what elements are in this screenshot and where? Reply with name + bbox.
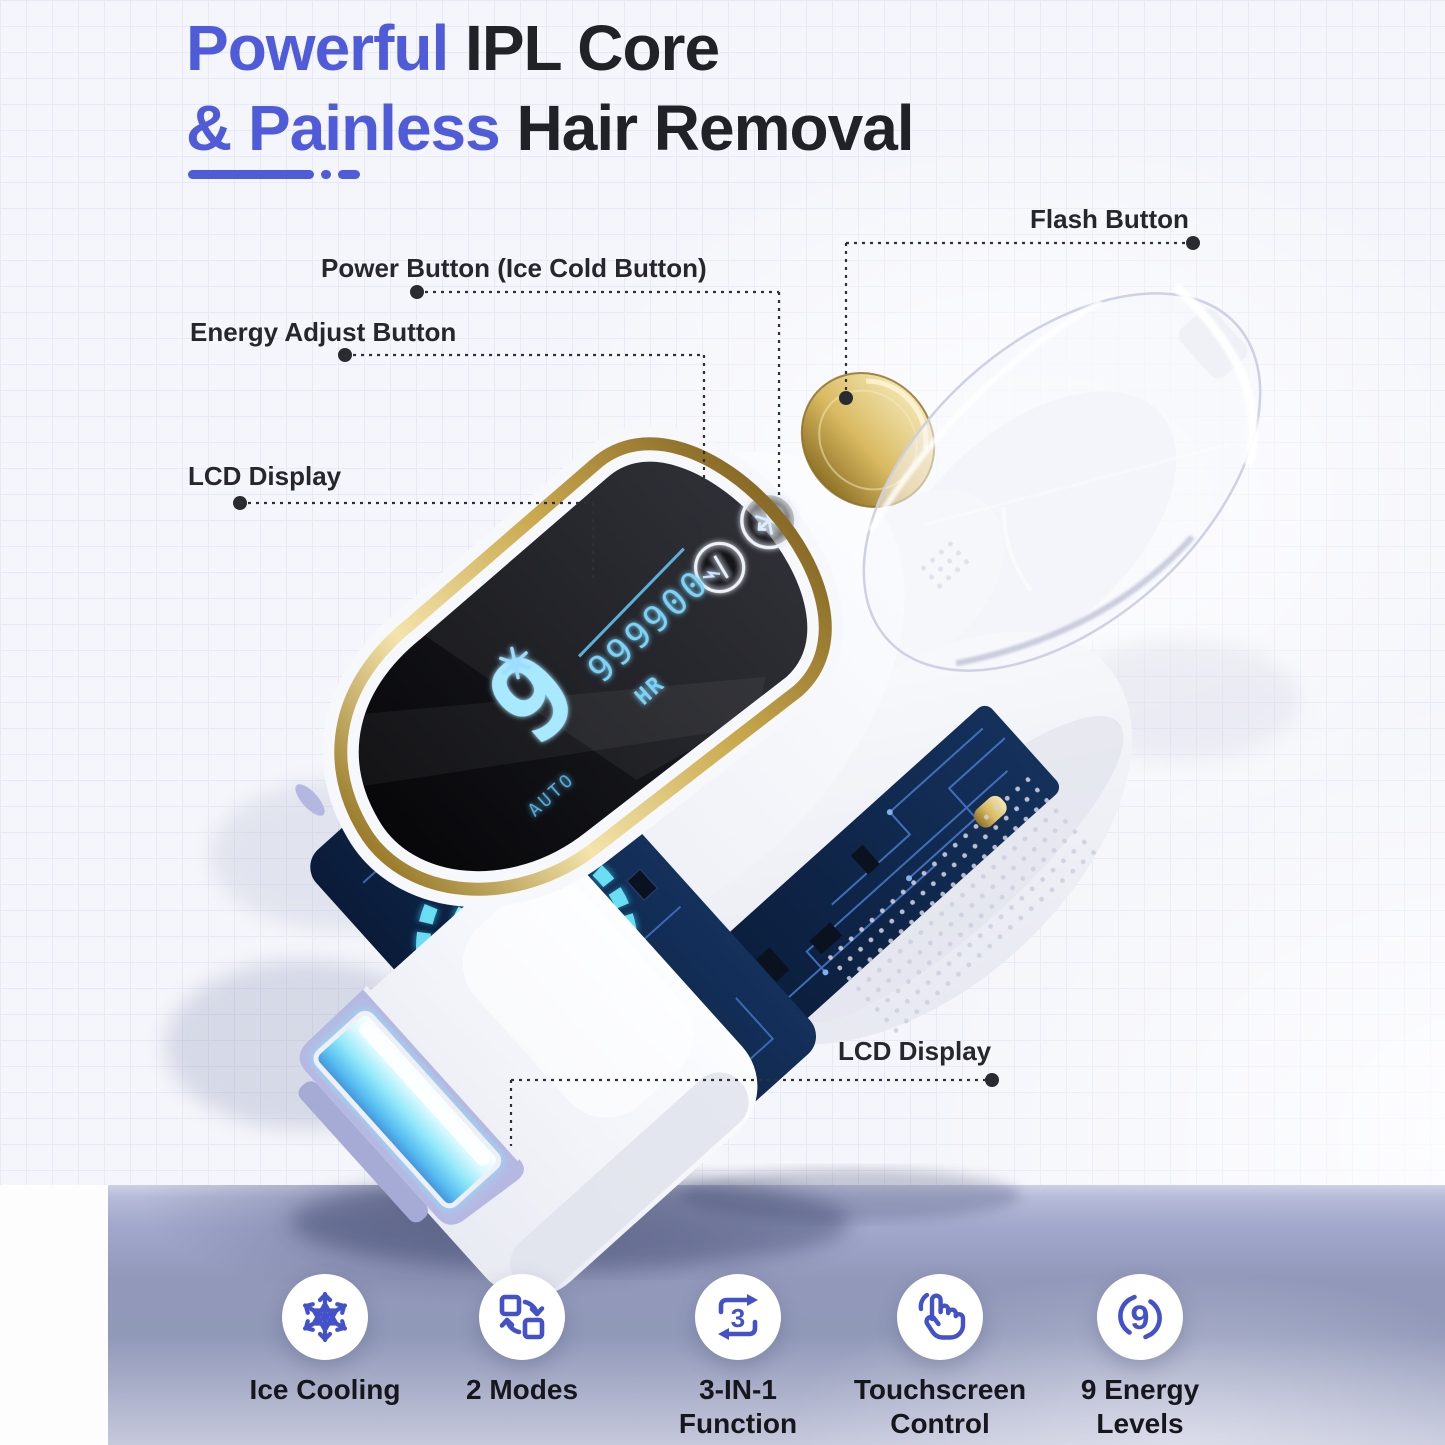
underline-bar	[188, 170, 314, 179]
touchscreen-icon	[918, 1292, 966, 1340]
circuit-strip	[684, 705, 1060, 1059]
title-rest-2: Hair Removal	[499, 92, 915, 164]
feature-two-modes: 2 Modes	[422, 1274, 622, 1407]
device-head	[298, 855, 758, 1298]
title-accent-2: & Painless	[186, 92, 501, 164]
title-accent-1: Powerful	[186, 12, 449, 84]
feature-label: 3-IN-1 Function	[678, 1374, 798, 1440]
feature-label: Touchscreen Control	[853, 1374, 1027, 1440]
nine-energy-icon: 9	[1118, 1294, 1162, 1340]
lcd-gold-rim	[334, 437, 832, 896]
feature-label: Ice Cooling	[249, 1374, 401, 1405]
callout-power-button: Power Button (Ice Cold Button)	[321, 253, 707, 283]
feature-label: 9 Energy Levels	[1080, 1374, 1200, 1440]
svg-text:3: 3	[731, 1303, 745, 1333]
band-left-margin	[0, 1185, 108, 1445]
two-modes-icon	[499, 1294, 545, 1340]
title-rest-1: IPL Core	[448, 12, 720, 84]
power-button-callout-line	[410, 285, 781, 495]
three-in-one-icon: 3	[718, 1294, 758, 1340]
underline-dash	[338, 170, 360, 179]
feature-nine-energy: 9 9 Energy Levels	[1040, 1274, 1240, 1441]
ipl-device: 999900 HR 9 AUTO	[295, 282, 1262, 1298]
feature-label: 2 Modes	[465, 1374, 579, 1405]
page-title: Powerful IPL Core & Painless Hair Remova…	[186, 8, 915, 168]
energy-button-callout-line	[338, 348, 706, 545]
lcd-snowflake-icon	[499, 646, 531, 680]
ice-cold-touch-icon	[740, 491, 798, 550]
callout-lines	[233, 236, 1200, 1146]
flash-button-callout-line	[839, 236, 1200, 405]
grip-texture	[826, 776, 1098, 1034]
callout-flash-button: Flash Button	[1030, 204, 1189, 234]
energy-touch-icon	[694, 541, 746, 594]
feature-touchscreen: Touchscreen Control	[840, 1274, 1040, 1441]
callout-lcd-display-top: LCD Display	[188, 461, 342, 491]
lcd-top-callout-line	[233, 496, 595, 580]
lamp-window	[313, 1010, 502, 1209]
snowflake-icon	[302, 1291, 348, 1343]
svg-text:9: 9	[1131, 1299, 1150, 1337]
transparent-cap	[862, 282, 1262, 672]
feature-three-in-one: 3 3-IN-1 Function	[638, 1274, 838, 1441]
lcd-display-assembly: 999900 HR 9 AUTO	[322, 425, 844, 908]
title-line-2: & Painless Hair Removal	[186, 88, 915, 168]
lcd-bottom-callout-line	[509, 1073, 999, 1146]
title-line-1: Powerful IPL Core	[186, 8, 914, 88]
feature-ice-cooling: Ice Cooling	[225, 1274, 425, 1407]
callout-lcd-display-bottom: LCD Display	[838, 1036, 992, 1066]
title-underline-decoration	[188, 170, 360, 179]
underline-dot	[321, 170, 331, 179]
callout-energy-adjust-button: Energy Adjust Button	[190, 317, 457, 347]
